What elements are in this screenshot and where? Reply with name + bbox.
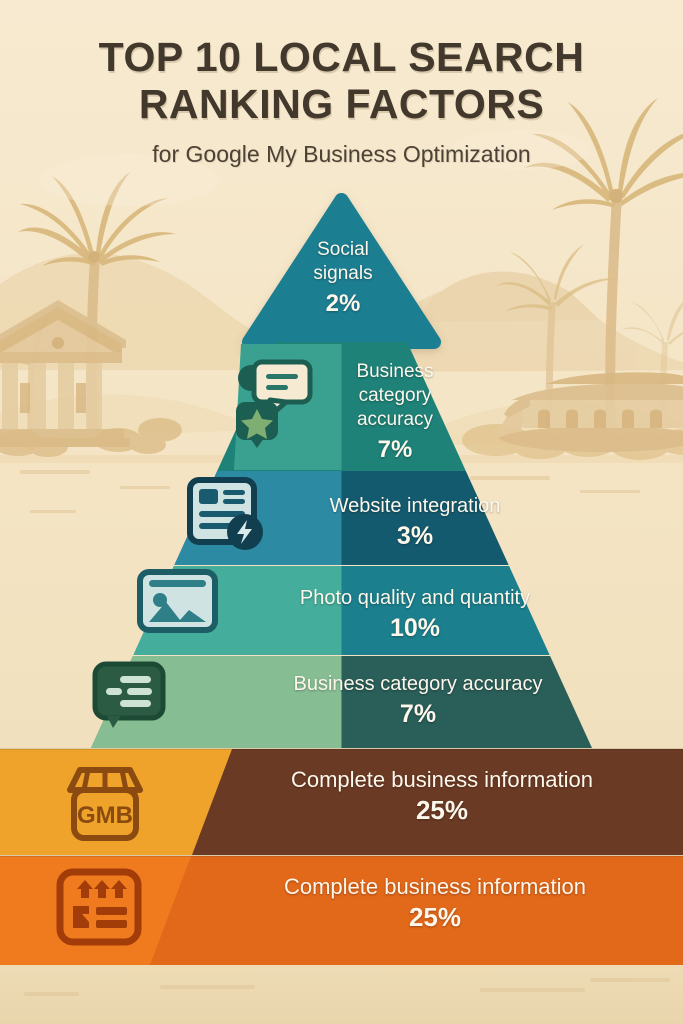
header: TOP 10 LOCAL SEARCH RANKING FACTORS for … bbox=[0, 34, 683, 169]
category-message-icon bbox=[92, 661, 166, 728]
page-title-line-2: RANKING FACTORS bbox=[138, 81, 545, 127]
bush-icon bbox=[0, 418, 182, 457]
gmb-icon-text: GMB bbox=[77, 802, 133, 829]
page-title-line-1: TOP 10 LOCAL SEARCH bbox=[98, 34, 585, 80]
pyramid-tier-3[interactable] bbox=[0, 471, 683, 565]
website-page-bolt-icon bbox=[187, 477, 263, 550]
palm-tree-icon bbox=[524, 98, 683, 430]
page-title: TOP 10 LOCAL SEARCH RANKING FACTORS bbox=[42, 34, 642, 128]
water-ripples-icon bbox=[20, 470, 640, 513]
temple-building-icon bbox=[0, 300, 130, 447]
review-bubble-icon bbox=[236, 359, 313, 448]
pyramid-tier-5[interactable] bbox=[0, 656, 683, 748]
photo-image-icon bbox=[137, 569, 218, 633]
sand-strokes-icon bbox=[24, 978, 670, 996]
houseboat-icon bbox=[498, 372, 683, 452]
tier-separators bbox=[0, 748, 683, 857]
business-listing-card-icon bbox=[56, 868, 142, 946]
pyramid-tier-1[interactable] bbox=[242, 193, 441, 349]
gmb-storefront-icon: GMB bbox=[67, 767, 143, 841]
pyramid-tier-4[interactable] bbox=[0, 566, 683, 655]
page-subtitle: for Google My Business Optimization bbox=[152, 141, 531, 167]
pyramid-tier-6[interactable] bbox=[0, 749, 683, 855]
